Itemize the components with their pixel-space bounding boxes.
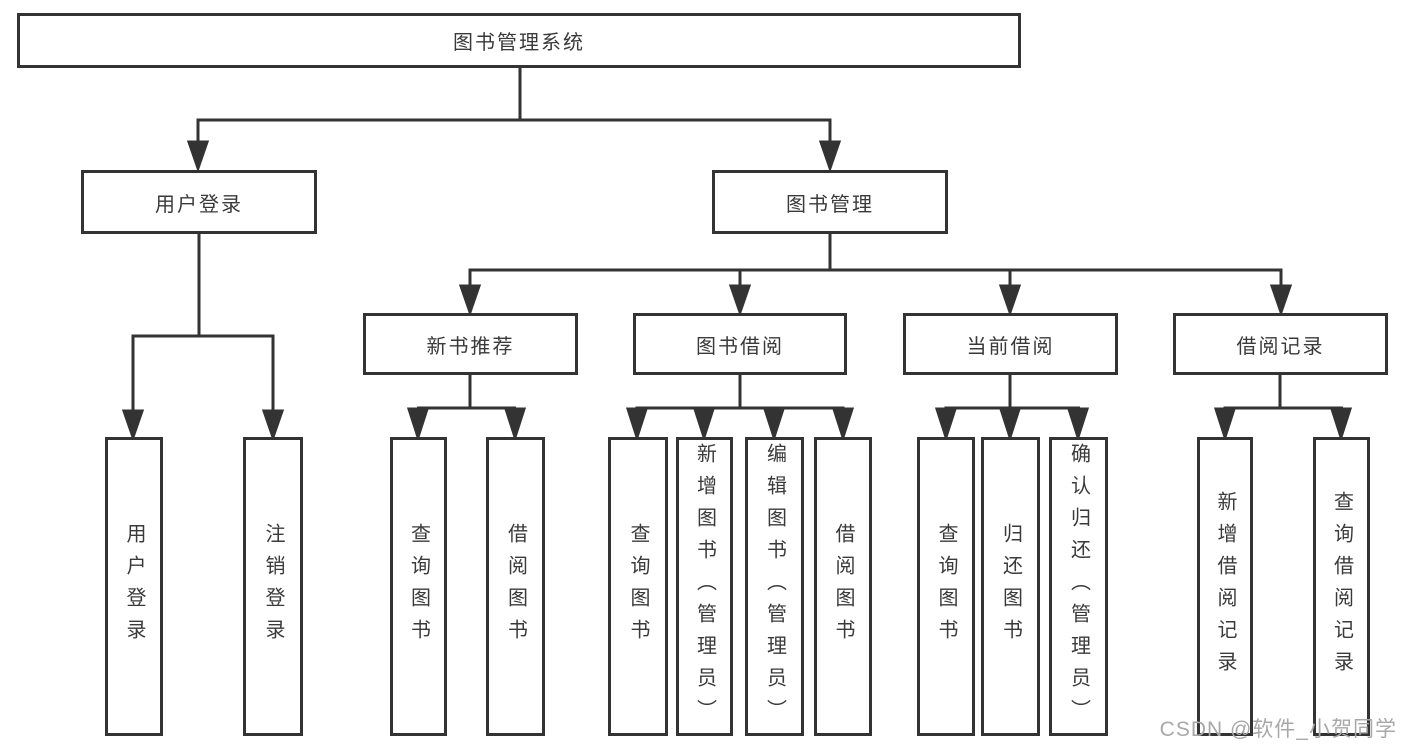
node-query-books-borrowing: 查询图书 bbox=[608, 437, 668, 736]
connectors bbox=[121, 68, 1353, 442]
node-borrowing-records: 借阅记录 bbox=[1173, 313, 1388, 375]
node-book-borrowing: 图书借阅 bbox=[633, 313, 847, 375]
node-query-books-recommend: 查询图书 bbox=[390, 437, 447, 736]
node-new-book-recommendation: 新书推荐 bbox=[363, 313, 578, 375]
node-library-system: 图书管理系统 bbox=[17, 13, 1021, 68]
node-user-login-leaf: 用户登录 bbox=[105, 437, 163, 736]
node-query-books-current: 查询图书 bbox=[917, 437, 975, 736]
watermark: CSDN @软件_小贺同学 bbox=[1159, 718, 1397, 741]
node-add-borrow-record: 新增借阅记录 bbox=[1197, 437, 1253, 736]
node-borrow-books-recommend: 借阅图书 bbox=[486, 437, 545, 736]
node-book-management: 图书管理 bbox=[712, 170, 948, 234]
node-user-login: 用户登录 bbox=[81, 170, 317, 234]
node-edit-books-admin: 编辑图书（管理员） bbox=[745, 437, 804, 736]
node-confirm-return-admin: 确认归还（管理员） bbox=[1049, 437, 1108, 736]
node-logout: 注销登录 bbox=[243, 437, 303, 736]
node-borrow-books-borrowing: 借阅图书 bbox=[814, 437, 872, 736]
node-query-borrow-record: 查询借阅记录 bbox=[1313, 437, 1370, 736]
node-current-borrowing: 当前借阅 bbox=[903, 313, 1118, 375]
node-return-books: 归还图书 bbox=[981, 437, 1040, 736]
node-add-books-admin: 新增图书（管理员） bbox=[676, 437, 733, 736]
